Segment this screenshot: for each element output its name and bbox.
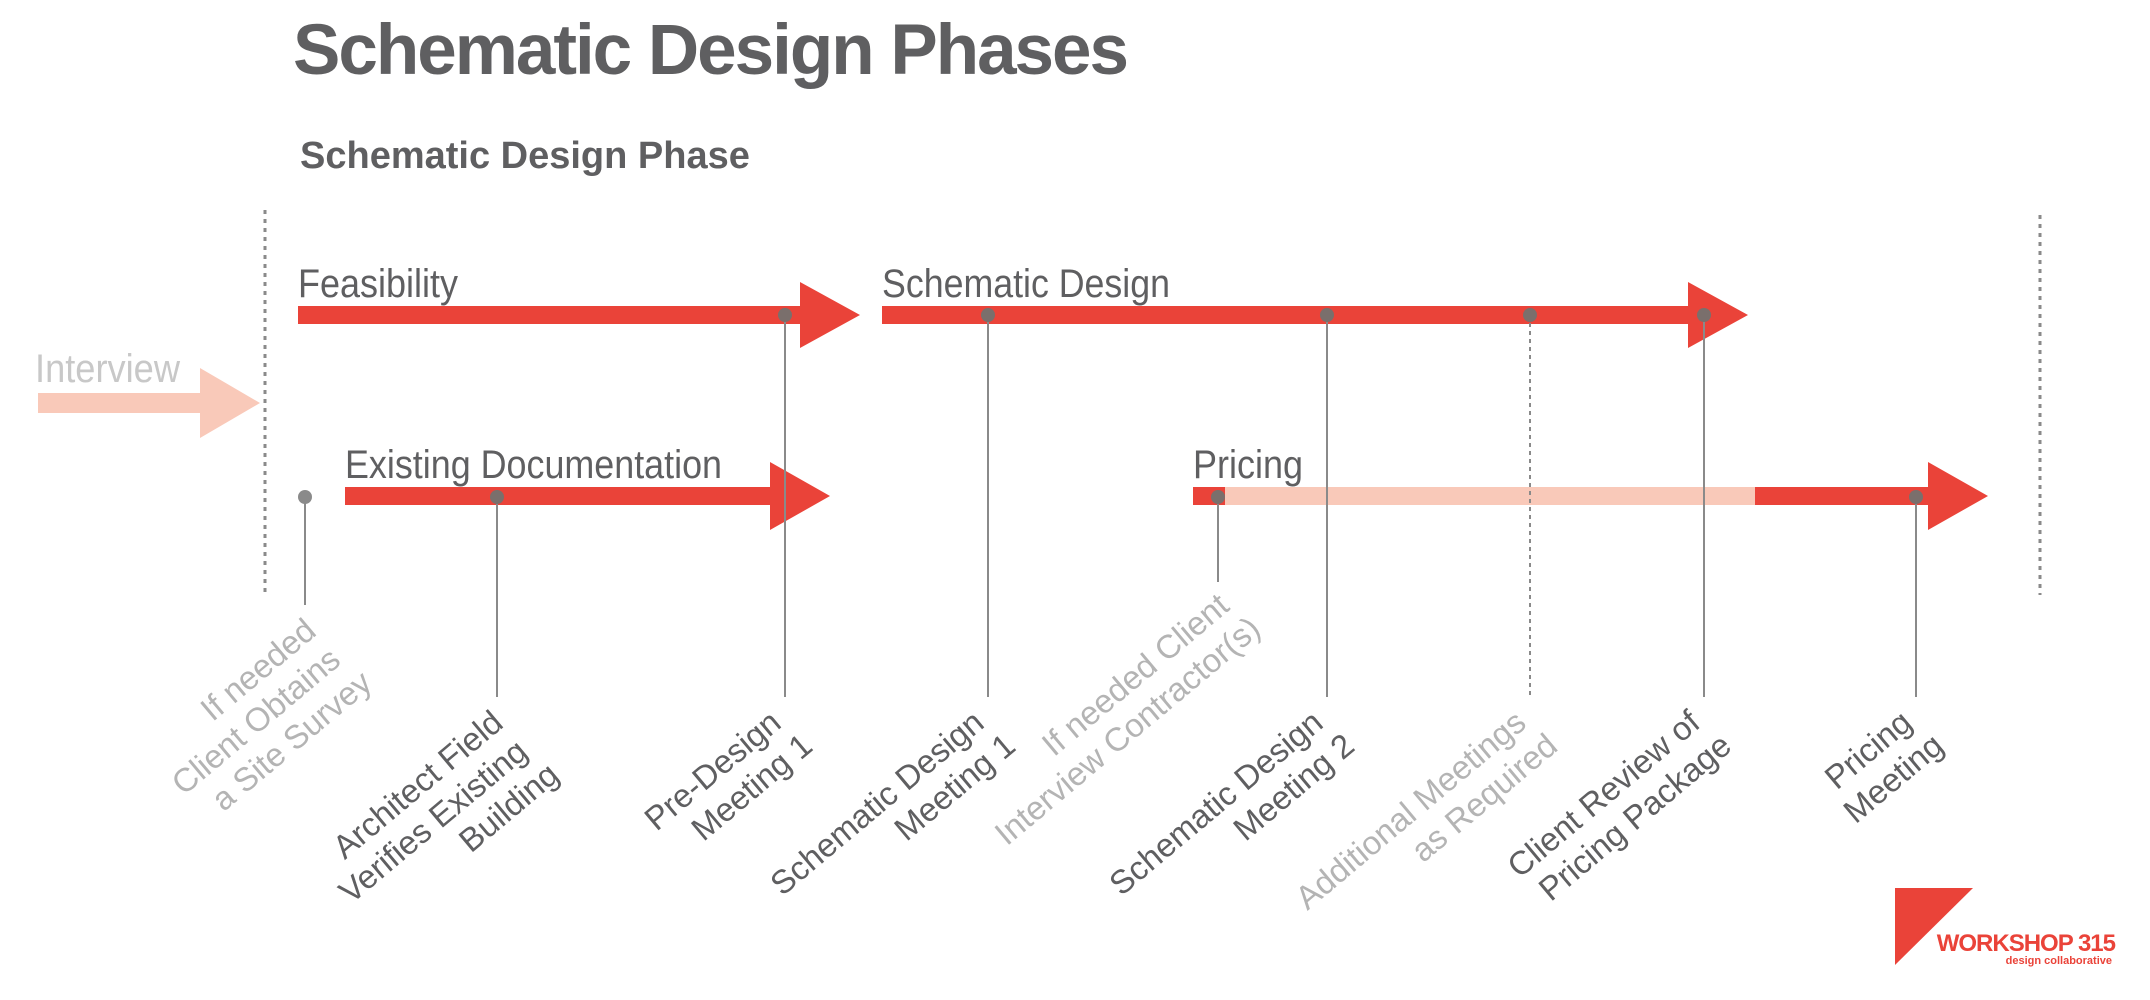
interview-arrow: [38, 368, 260, 438]
existing-documentation-label: Existing Documentation: [345, 443, 722, 487]
interview-contractors-dot: [1211, 490, 1225, 504]
feasibility-label: Feasibility: [298, 262, 458, 306]
page-subtitle: Schematic Design Phase: [300, 135, 750, 177]
sd-meeting-2-dot: [1320, 308, 1334, 322]
existing-documentation-arrow: [345, 462, 830, 530]
sd-meeting-1-dot: [981, 308, 995, 322]
pricing-bar-middle: [1225, 487, 1755, 505]
architect-field-label: Architect Field Verifies Existing Buildi…: [307, 697, 565, 939]
workshop-315-logo: WORKSHOP 315 design collaborative: [1895, 888, 2117, 967]
schematic-design-label: Schematic Design: [882, 262, 1170, 306]
architect-field-dot: [490, 490, 504, 504]
schematic-design-arrow: [882, 282, 1748, 348]
site-survey-dot: [298, 490, 312, 504]
pricing-meeting-label: Pricing Meeting: [1812, 697, 1950, 830]
pre-design-dot: [778, 308, 792, 322]
sd-meeting-1-label: Schematic Design Meeting 1: [763, 697, 1022, 931]
feasibility-arrow: [298, 282, 860, 348]
site-survey-label: If needed Client Obtains a Site Survey: [140, 605, 379, 831]
logo-tagline: design collaborative: [2006, 955, 2112, 967]
additional-meetings-dot: [1523, 308, 1537, 322]
pricing-label: Pricing: [1193, 443, 1303, 487]
pricing-arrow-head: [1755, 462, 1988, 530]
interview-label: Interview: [35, 347, 180, 391]
pricing-meeting-dot: [1909, 490, 1923, 504]
page-title: Schematic Design Phases: [293, 11, 1129, 90]
pre-design-label: Pre-Design Meeting 1: [637, 697, 819, 866]
logo-name: WORKSHOP 315: [1937, 930, 2116, 957]
logo-triangle-mark: [1895, 888, 1973, 965]
client-review-dot: [1697, 308, 1711, 322]
